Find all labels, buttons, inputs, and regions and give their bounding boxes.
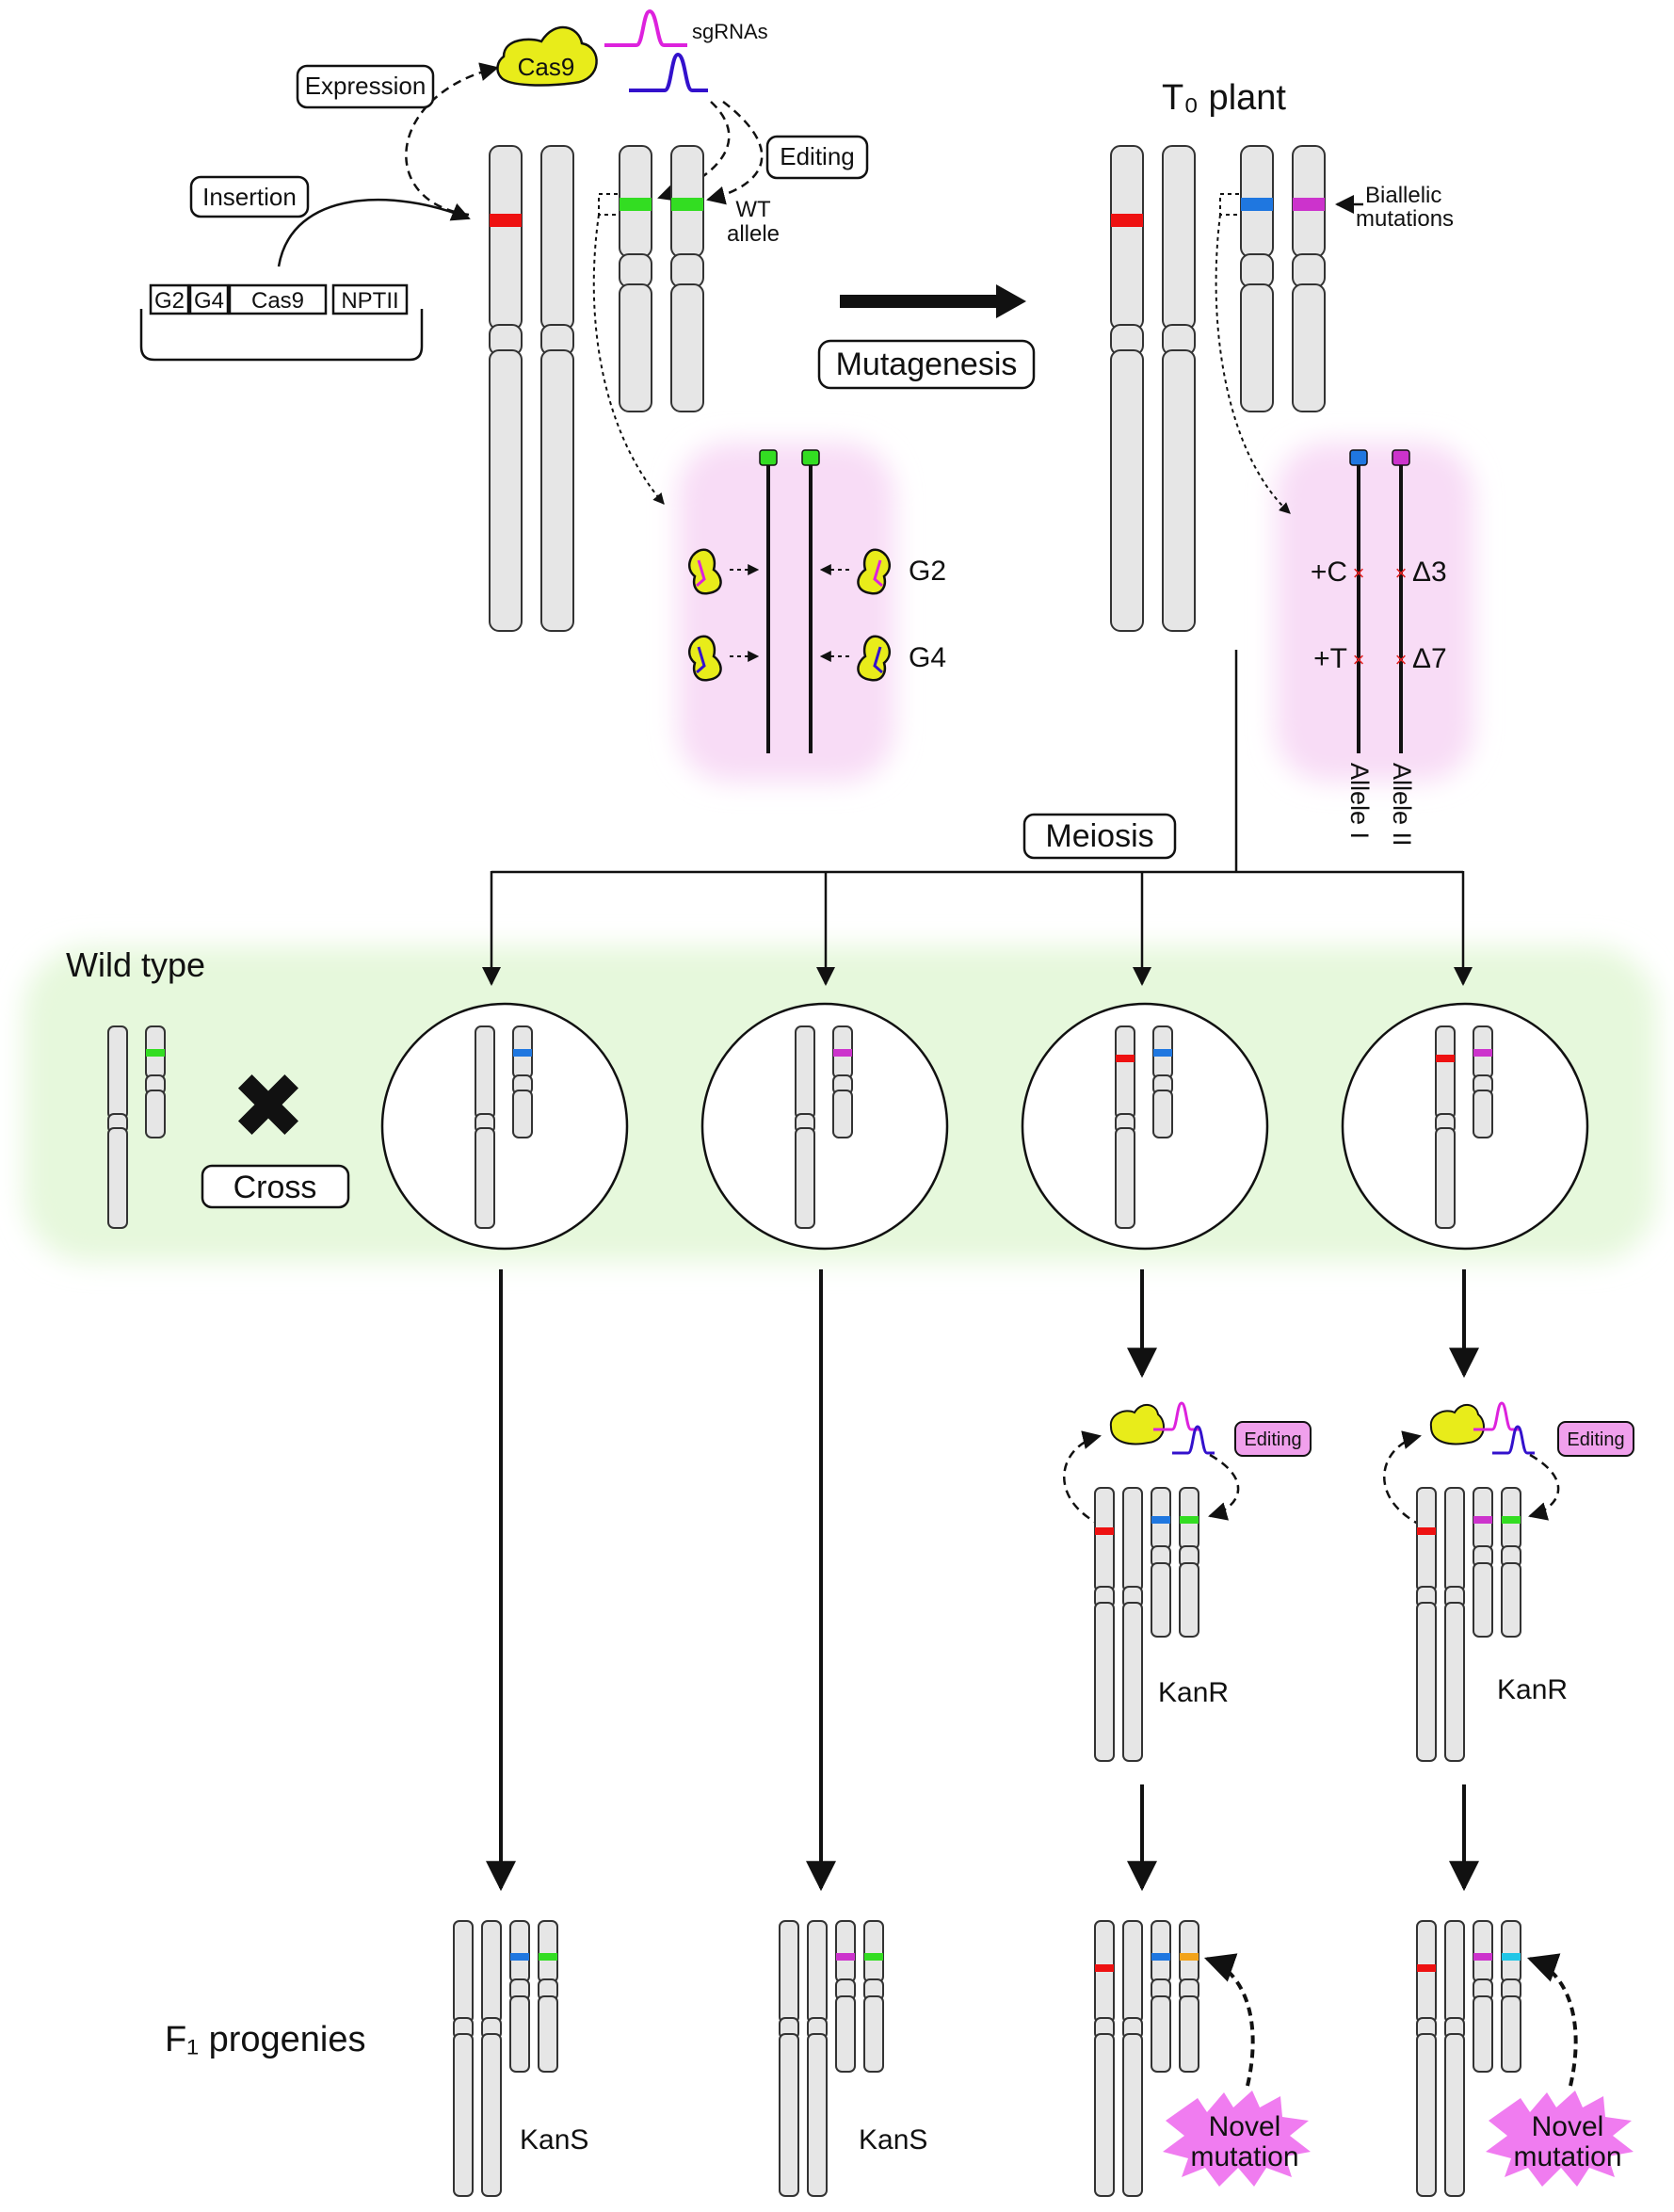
construct-label-g4: G4 (194, 288, 224, 314)
editing-arrow-2 (706, 101, 764, 205)
novel-label-3a: Novel (1209, 2111, 1281, 2142)
g2-target-label: G2 (909, 556, 946, 587)
meiosis-box (1022, 813, 1177, 860)
wt-chromosomes-top (489, 145, 704, 632)
biallelic-label-2: mutations (1356, 206, 1454, 232)
allele-ii-label: Allele II (1388, 763, 1416, 847)
sgrna-magenta-icon (604, 8, 687, 47)
deletion-3-label: Δ3 (1412, 557, 1447, 588)
t0-plant-title: T₀ plant (1162, 78, 1286, 118)
pink-panel-mut (1276, 443, 1473, 782)
kans-label-2: KanS (859, 2124, 927, 2155)
t0-zoom-bracket (1219, 193, 1239, 216)
expression-arrow (405, 62, 499, 217)
sgrna-purple-icon (629, 52, 708, 92)
cross-label: Cross (233, 1170, 317, 1205)
t-dna-construct: G2 G4 Cas9 NPTII (139, 283, 424, 362)
f1-progeny-3 (1094, 1920, 1199, 2197)
wt-zoom-panel (730, 449, 849, 753)
wt-allele-label-1: WT (735, 197, 771, 222)
deletion-7-label: Δ7 (1412, 643, 1447, 674)
editing-label: Editing (780, 142, 855, 170)
construct-label-cas9: Cas9 (251, 288, 304, 314)
svg-text:×: × (1353, 561, 1365, 585)
kanr-label-4: KanR (1497, 1674, 1568, 1705)
insertion-arrow (277, 199, 471, 267)
construct-part-g4 (188, 283, 230, 315)
meiosis-label: Meiosis (1045, 818, 1153, 854)
wt-zoom-bracket (598, 193, 618, 216)
f1-progenies-label: F₁ progenies (165, 2020, 366, 2059)
editing-box (765, 135, 869, 180)
t0-zoom-panel: × × × × (1349, 449, 1410, 753)
progeny-arrows (486, 1269, 1479, 1892)
cross-box (201, 1164, 350, 1209)
gamete-2 (700, 1002, 949, 1251)
editing-label-4: Editing (1567, 1429, 1624, 1450)
biallelic-label-1: Biallelic (1365, 183, 1441, 208)
f1-progeny-4 (1416, 1920, 1521, 2197)
novel-burst-4 (1486, 2091, 1634, 2187)
novel-arrow-3 (1203, 1953, 1255, 2087)
expression-label: Expression (305, 72, 427, 100)
mutagenesis-arrowhead (996, 284, 1026, 318)
novel-arrow-4 (1526, 1953, 1578, 2087)
f1-progeny-1 (453, 1920, 558, 2197)
cross-symbol: ✖ (231, 1057, 306, 1157)
construct-part-nptii (331, 283, 409, 315)
wt-allele-label-2: allele (727, 221, 780, 247)
construct-label-nptii: NPTII (341, 288, 398, 314)
expression-box (296, 64, 435, 109)
editing-label-3: Editing (1244, 1429, 1301, 1450)
insertion-label: Insertion (202, 183, 297, 211)
f1-progeny-2 (779, 1920, 884, 2197)
cas9-protein (496, 25, 598, 87)
kanr-label-3: KanR (1158, 1677, 1229, 1708)
svg-text:×: × (1395, 561, 1408, 585)
sgrnas-label: sgRNAs (692, 20, 768, 43)
zygote-editing-4 (1382, 1401, 1634, 1762)
pink-panel-wt (678, 443, 894, 782)
mutagenesis-label: Mutagenesis (836, 347, 1018, 382)
gamete-1 (380, 1002, 629, 1251)
construct-label-g2: G2 (154, 288, 185, 314)
wild-type-label: Wild type (66, 945, 205, 984)
t0-zoom-arrow (1215, 214, 1291, 514)
mutation-c-label: +C (1311, 557, 1347, 588)
novel-label-4b: mutation (1513, 2141, 1621, 2172)
wild-type-gamete (107, 1025, 166, 1229)
construct-part-cas9 (228, 283, 328, 315)
g4-target-label: G4 (909, 642, 946, 673)
svg-text:×: × (1353, 648, 1365, 671)
t0-chromosomes (1110, 145, 1326, 632)
novel-label-3b: mutation (1190, 2141, 1298, 2172)
svg-text:×: × (1395, 648, 1408, 671)
construct-part-g2 (149, 283, 190, 315)
mutation-t-label: +T (1313, 643, 1347, 674)
insertion-box (189, 175, 310, 218)
cas9-label: Cas9 (518, 53, 575, 81)
gamete-4 (1341, 1002, 1589, 1251)
kans-label-1: KanS (520, 2124, 588, 2155)
allele-i-label: Allele I (1345, 763, 1374, 839)
cas9-complex-icons (687, 548, 892, 682)
gamete-3 (1021, 1002, 1269, 1251)
novel-label-4a: Novel (1532, 2111, 1604, 2142)
mutagenesis-box (817, 339, 1036, 390)
meiosis-branches (482, 870, 1473, 986)
zygote-editing-3 (1062, 1401, 1312, 1762)
novel-burst-3 (1163, 2091, 1311, 2187)
wt-zoom-arrow (592, 214, 665, 505)
